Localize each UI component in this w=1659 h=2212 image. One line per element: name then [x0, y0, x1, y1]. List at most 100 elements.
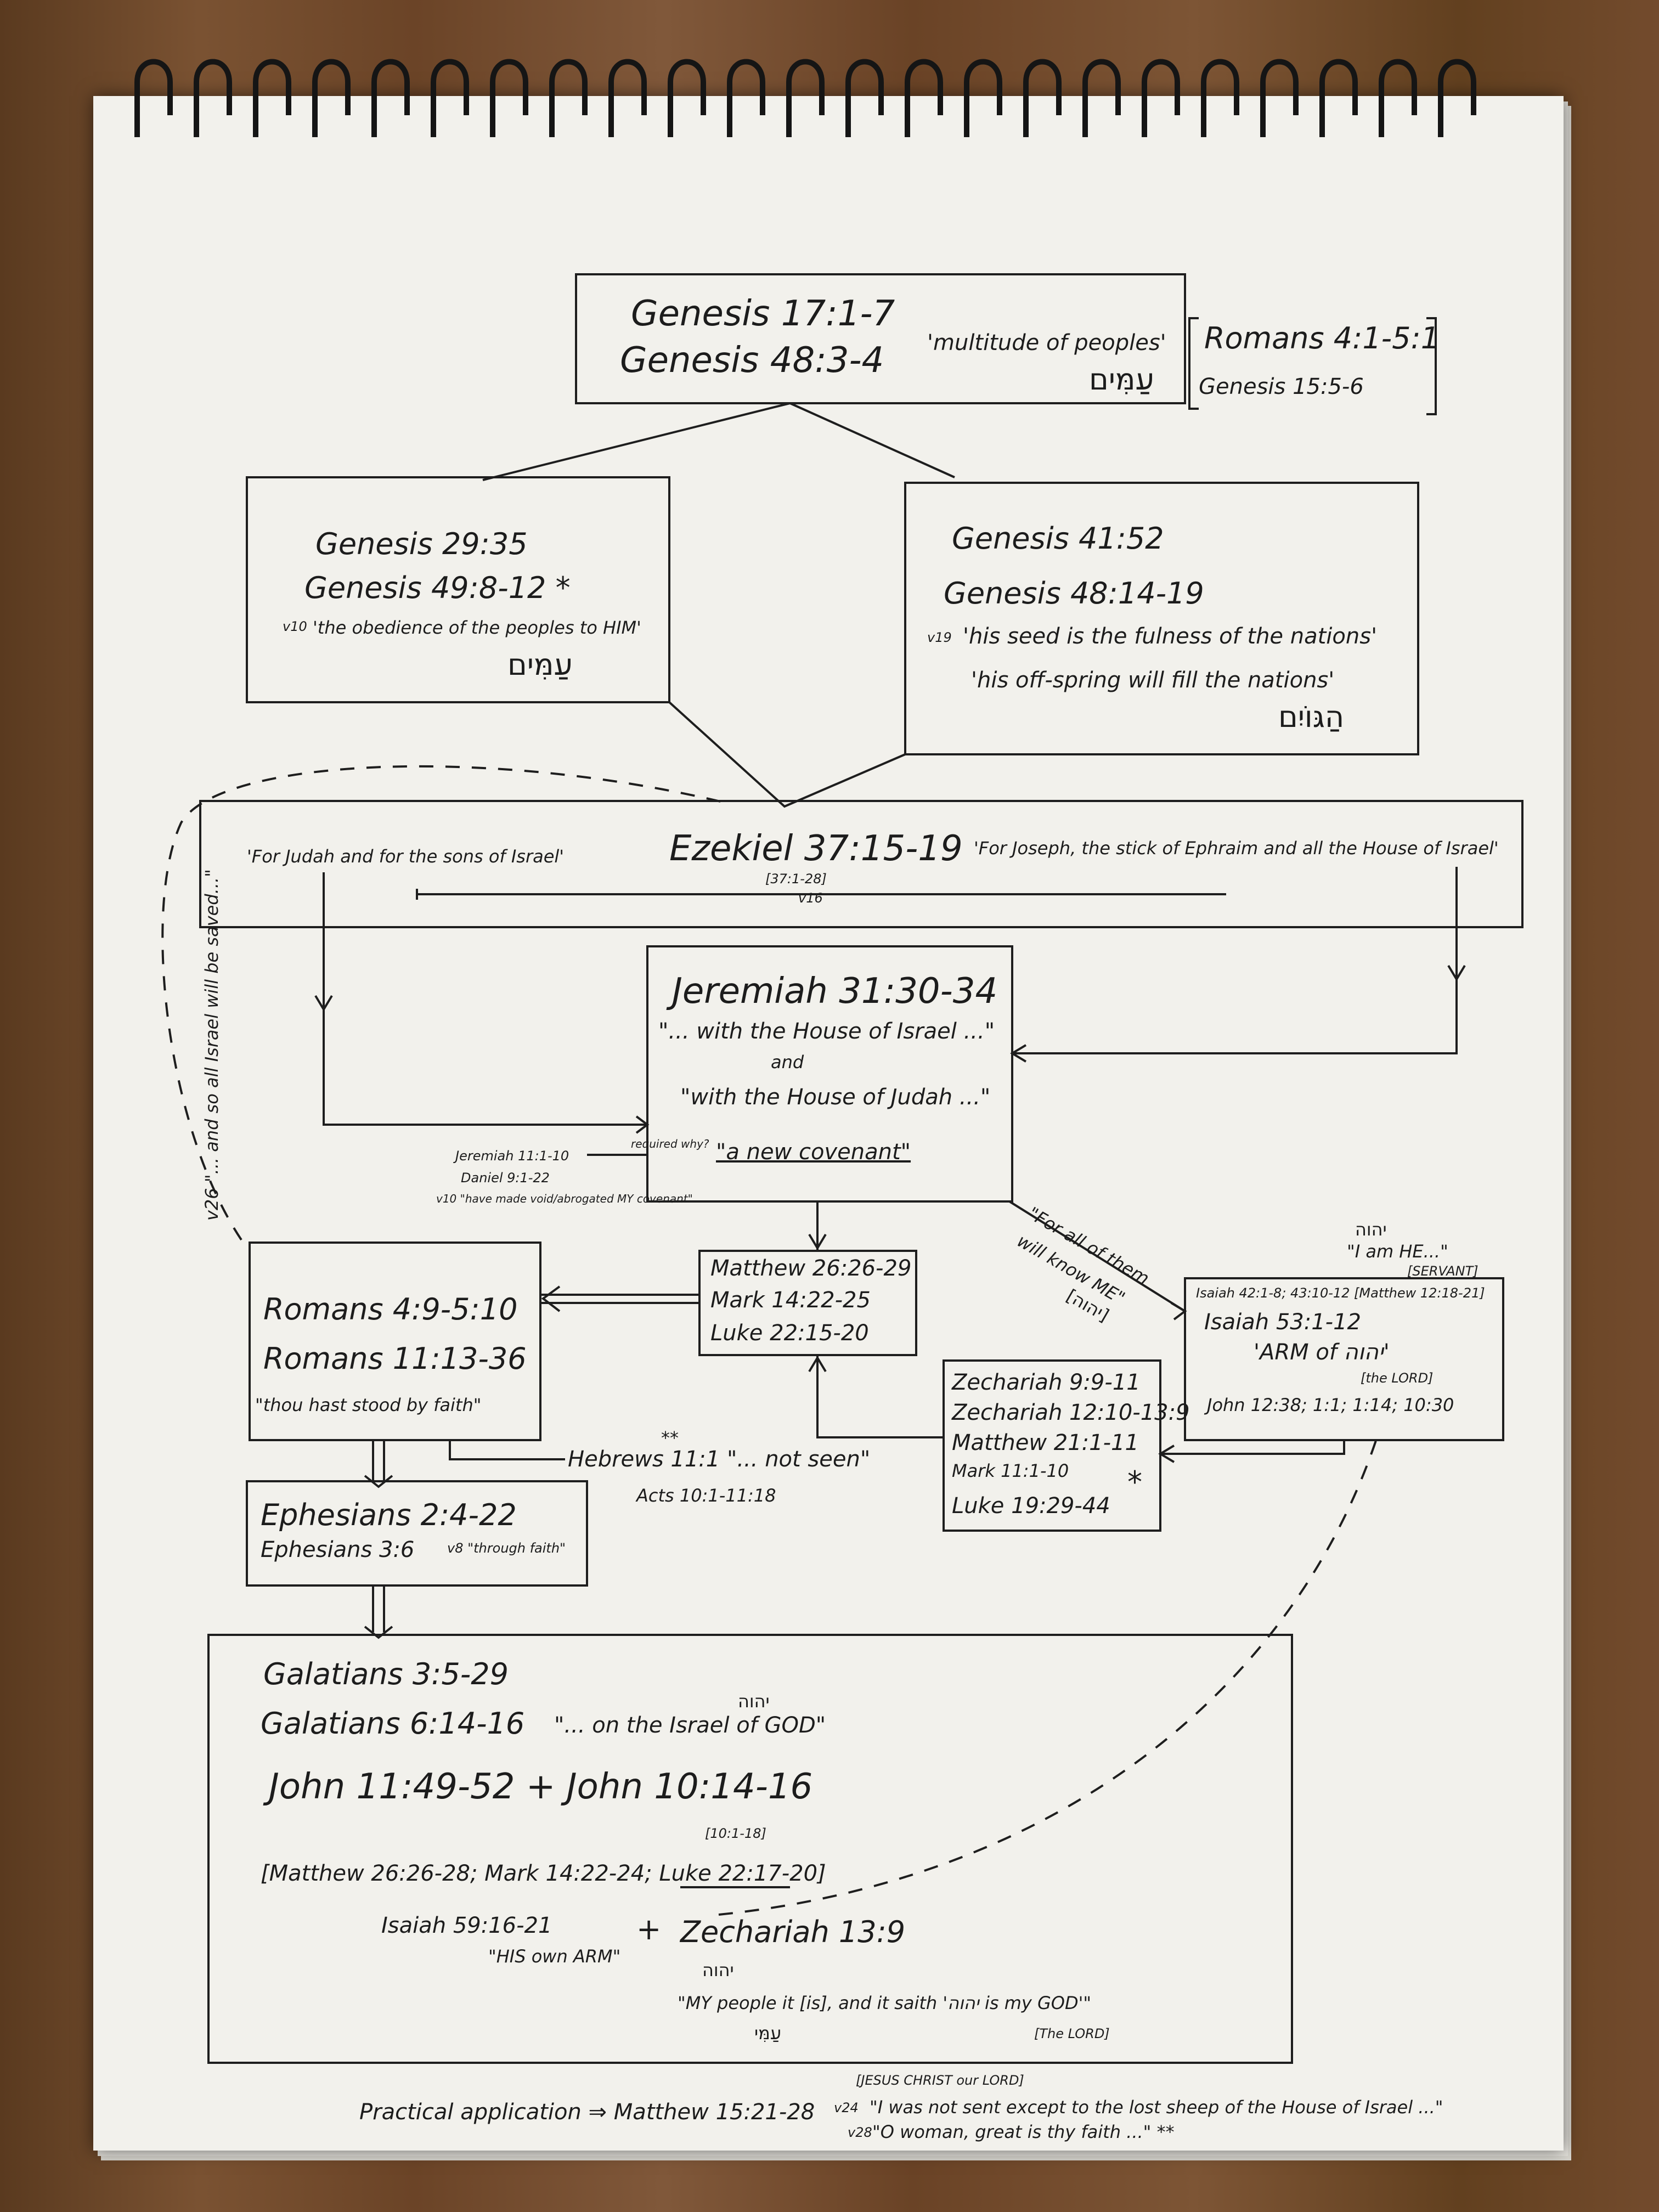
footer-jesus: [JESUS CHRIST our LORD]: [856, 2073, 1024, 2088]
right-quote-2: 'his off-spring will fill the nations': [971, 668, 1335, 693]
left-verse: v10: [283, 619, 307, 634]
gospels-ref-2: Mark 14:22-25: [710, 1288, 871, 1313]
spiral-ring: [1201, 59, 1239, 137]
zech-ref-3: Matthew 21:1-11: [952, 1430, 1139, 1455]
jeremiah-ref: Jeremiah 31:30-34: [672, 971, 998, 1012]
spiral-ring: [668, 59, 706, 137]
spiral-ring: [194, 59, 232, 137]
spiral-ring: [1438, 59, 1476, 137]
footer-v28: v28: [848, 2125, 872, 2140]
footer-quote-1: "I was not sent except to the lost sheep…: [870, 2097, 1443, 2118]
hebrews-stars: **: [661, 1427, 679, 1448]
top-side-ref-1: Romans 4:1-5:1: [1204, 321, 1440, 356]
hebrews-ref: Hebrews 11:1 "... not seen": [568, 1447, 871, 1472]
spiral-ring: [1082, 59, 1121, 137]
top-ref-1: Genesis 17:1-7: [631, 294, 895, 334]
spiral-ring: [253, 59, 291, 137]
romans-ref-2: Romans 11:13-36: [263, 1341, 527, 1376]
notebook-page: [93, 96, 1564, 2151]
spiral-ring: [312, 59, 351, 137]
left-hebrew: עַמִּים: [507, 647, 573, 682]
zech-ref-1: Zechariah 9:9-11: [952, 1370, 1141, 1395]
gospels-ref-3: Luke 22:15-20: [710, 1321, 869, 1346]
top-quote: 'multitude of peoples': [927, 330, 1166, 356]
spiral-ring: [727, 59, 765, 137]
isaiah-arm: 'ARM of יהוה': [1254, 1340, 1390, 1365]
footer-v24: v24: [834, 2100, 859, 2115]
ezekiel-left-quote: 'For Judah and for the sons of Israel': [247, 846, 565, 867]
top-side-bracket: [1188, 317, 1437, 415]
gal-quote: "... on the Israel of GOD": [554, 1713, 826, 1738]
spiral-ring: [786, 59, 825, 137]
acts-ref: Acts 10:1-11:18: [636, 1485, 776, 1506]
jeremiah-q1: "... with the House of Israel ...": [658, 1019, 995, 1044]
isaiah-ref-3: John 12:38; 1:1; 1:14; 10:30: [1207, 1395, 1454, 1415]
top-ref-2: Genesis 48:3-4: [620, 340, 884, 381]
gal-ref-6: Zechariah 13:9: [680, 1915, 906, 1949]
ezekiel-right-quote: 'For Joseph, the stick of Ephraim and al…: [974, 838, 1499, 859]
jer-side-required: required why?: [631, 1137, 709, 1150]
gal-ref-3-sub: [10:1-18]: [705, 1826, 766, 1841]
right-hebrew: הַגּוֹיִם: [1278, 699, 1345, 734]
spiral-ring: [490, 59, 528, 137]
isaiah-ref-1: Isaiah 42:1-8; 43:10-12 [Matthew 12:18-2…: [1196, 1285, 1485, 1301]
spiral-ring: [905, 59, 943, 137]
left-ref-2: Genesis 49:8-12 *: [304, 571, 571, 605]
gal-people-hebrew: עַמִּי: [754, 2023, 782, 2044]
spiral-ring: [371, 59, 410, 137]
romans-box: [249, 1242, 541, 1441]
spiral-ring: [431, 59, 469, 137]
gal-ref-2: Galatians 6:14-16: [261, 1706, 525, 1741]
left-ref-1: Genesis 29:35: [315, 527, 528, 561]
spiral-ring: [1023, 59, 1062, 137]
right-ref-1: Genesis 41:52: [952, 521, 1164, 556]
gal-ref-5: Isaiah 59:16-21: [381, 1913, 552, 1938]
spiral-ring: [1379, 59, 1417, 137]
spiral-ring: [964, 59, 1002, 137]
ezekiel-ref: Ezekiel 37:15-19: [669, 828, 963, 869]
top-hebrew: עַמִּים: [1089, 362, 1154, 397]
romans-ref-1: Romans 4:9-5:10: [263, 1292, 518, 1327]
zech-ref-4: Mark 11:1-10: [952, 1460, 1069, 1481]
left-vertical-note: v26 "... and so all Israel will be saved…: [201, 869, 222, 1221]
jer-side-ref-2: Daniel 9:1-22: [461, 1170, 550, 1186]
zechariah-box: [943, 1359, 1161, 1532]
spiral-ring: [1142, 59, 1180, 137]
jer-side-note: v10 "have made void/abrogated MY covenan…: [436, 1192, 693, 1205]
spiral-ring: [845, 59, 884, 137]
jeremiah-box: [646, 945, 1013, 1203]
jeremiah-q2: "with the House of Judah ...": [680, 1085, 991, 1110]
galatians-box: [207, 1634, 1293, 2064]
jeremiah-and: and: [771, 1052, 804, 1073]
spiral-ring: [1260, 59, 1299, 137]
gal-ref-5-quote: "HIS own ARM": [488, 1946, 621, 1967]
ezekiel-verse: v16: [798, 890, 823, 906]
isaiah-above-hebrew: יהוה: [1355, 1219, 1387, 1240]
gal-my-hebrew: יהוה: [702, 1960, 734, 1980]
right-quote-1: 'his seed is the fulness of the nations': [963, 624, 1378, 649]
spiral-binding: [134, 59, 1476, 137]
left-quote: 'the obedience of the peoples to HIM': [313, 617, 641, 638]
zech-star: *: [1127, 1465, 1142, 1499]
top-box: [575, 273, 1186, 404]
isaiah-ref-2: Isaiah 53:1-12: [1204, 1310, 1361, 1335]
right-box: [904, 482, 1419, 755]
ephesians-box: [246, 1480, 588, 1587]
gospels-ref-1: Matthew 26:26-29: [710, 1256, 912, 1281]
zech-ref-5: Luke 19:29-44: [952, 1493, 1110, 1519]
isaiah-above-quote: "I am HE...": [1347, 1241, 1448, 1262]
ezekiel-box: [199, 800, 1523, 928]
ephesians-ref-1: Ephesians 2:4-22: [261, 1498, 517, 1532]
jer-side-ref-1: Jeremiah 11:1-10: [455, 1148, 569, 1164]
gal-god-hebrew: יהוה: [738, 1691, 770, 1712]
right-ref-2: Genesis 48:14-19: [944, 576, 1204, 611]
footer-quote-2: "O woman, great is thy faith ..." **: [872, 2121, 1175, 2142]
left-box: [246, 476, 670, 703]
isaiah-above-servant: [SERVANT]: [1407, 1263, 1479, 1279]
isaiah-lord: [the LORD]: [1361, 1370, 1434, 1386]
zech-ref-2: Zechariah 12:10-13:9: [952, 1400, 1190, 1425]
jeremiah-covenant: "a new covenant": [716, 1139, 911, 1165]
spiral-ring: [549, 59, 588, 137]
romans-quote: "thou hast stood by faith": [255, 1395, 482, 1415]
